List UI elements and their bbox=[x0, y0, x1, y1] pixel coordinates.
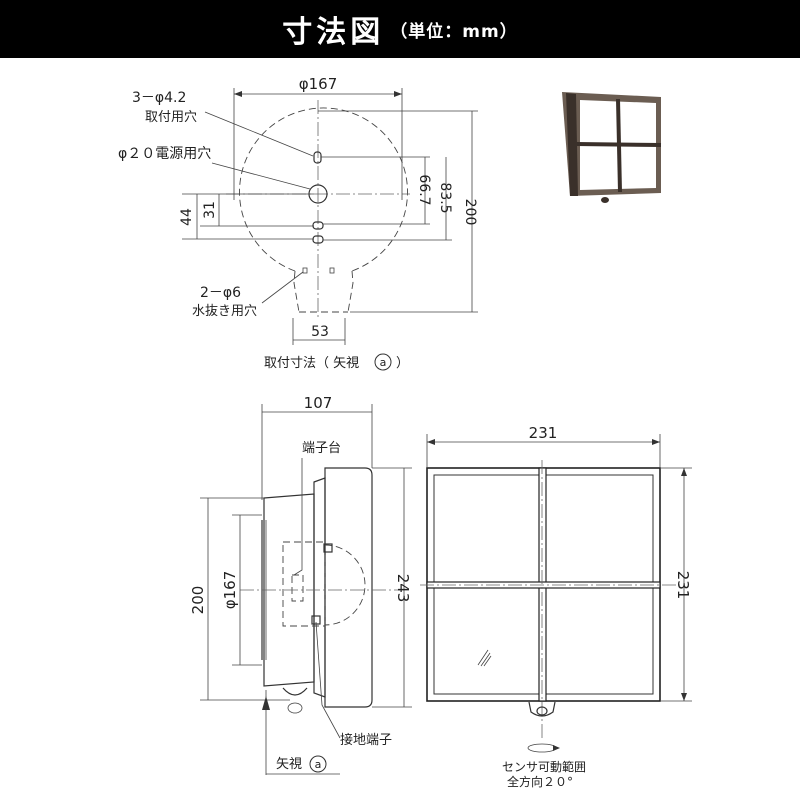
leader-terminal-block bbox=[293, 458, 303, 576]
drain-holes-label: 水抜き用穴 bbox=[192, 303, 257, 319]
dim-dia-167-side: φ167 bbox=[221, 571, 239, 610]
side-cover bbox=[324, 467, 373, 708]
dim-83-5: 83.5 bbox=[437, 182, 453, 213]
dim-200-mount: 200 bbox=[462, 199, 478, 226]
arrow bbox=[427, 439, 435, 445]
dim-231-width: 231 bbox=[529, 424, 558, 442]
dim-231-height: 231 bbox=[674, 571, 692, 600]
leader-ground bbox=[315, 621, 341, 739]
mount-hole-low bbox=[312, 235, 324, 244]
mount-holes-spec: 3－φ4.2 bbox=[132, 90, 186, 106]
terminal-block-label: 端子台 bbox=[302, 441, 341, 456]
side-base bbox=[263, 493, 315, 687]
drain-hole-left bbox=[302, 267, 308, 274]
sensor-hatch bbox=[480, 652, 491, 667]
leader-drain bbox=[261, 271, 304, 304]
page-title: 寸法図 bbox=[282, 15, 385, 50]
side-view: 107 端子台 200 φ167 243 接地端子 矢視 a bbox=[189, 394, 412, 775]
arrow bbox=[652, 439, 660, 445]
arrow bbox=[681, 468, 687, 476]
thumb-sensor bbox=[601, 197, 609, 203]
view-arrow-head bbox=[262, 696, 270, 710]
sensor-hatch bbox=[483, 655, 492, 667]
sensor-range-line2: 全方向２０° bbox=[507, 774, 573, 789]
view-mark-a: a bbox=[380, 356, 387, 369]
side-sensor-tip bbox=[287, 702, 303, 714]
sensor-window-mark bbox=[477, 649, 492, 667]
mount-hole-mid bbox=[312, 221, 324, 230]
product-thumbnail bbox=[562, 92, 662, 203]
dim-107: 107 bbox=[304, 394, 333, 412]
dim-200-side: 200 bbox=[189, 586, 207, 615]
ground-terminal-label: 接地端子 bbox=[340, 732, 392, 748]
terminal-block-outline bbox=[282, 541, 326, 627]
dim-44: 44 bbox=[179, 208, 195, 226]
leader-mount-holes bbox=[204, 111, 314, 157]
rotation-arrow bbox=[553, 745, 560, 751]
dim-53: 53 bbox=[311, 324, 329, 340]
mount-outline-left-leg bbox=[293, 270, 300, 313]
mount-hole-top bbox=[313, 151, 322, 164]
dim-66-7: 66.7 bbox=[416, 174, 432, 205]
mount-caption-end: ） bbox=[396, 356, 409, 371]
thumb-side bbox=[566, 93, 578, 196]
power-hole-label: φ２０電源用穴 bbox=[118, 146, 211, 162]
mount-outline-circle bbox=[239, 107, 408, 272]
view-mark-circle bbox=[374, 353, 392, 371]
mount-holes-label: 取付用穴 bbox=[145, 110, 197, 125]
arrow bbox=[681, 693, 687, 701]
terminal-screw-top bbox=[323, 543, 333, 553]
front-view: 231 231 センサ可動範囲 全方向２０° bbox=[420, 424, 692, 789]
drain-hole-right bbox=[329, 267, 335, 274]
unit-label: （単位：mm） bbox=[390, 21, 518, 42]
sensor-hatch bbox=[477, 649, 489, 666]
arrow-view-circle bbox=[309, 755, 327, 773]
sensor-range-line1: センサ可動範囲 bbox=[502, 759, 586, 774]
side-sensor bbox=[282, 687, 308, 696]
dim-31: 31 bbox=[202, 201, 218, 219]
mount-caption: 取付寸法（ 矢視 bbox=[264, 356, 359, 371]
mount-outline-right-leg bbox=[347, 270, 354, 313]
dim-dia-167: φ167 bbox=[299, 75, 338, 93]
side-flange bbox=[313, 477, 326, 698]
front-sensor bbox=[528, 701, 556, 717]
dim-243: 243 bbox=[394, 574, 412, 603]
thumb-bar-h bbox=[575, 142, 662, 147]
rotation-ellipse bbox=[527, 743, 557, 753]
arrow-view-label: 矢視 bbox=[276, 757, 302, 772]
arrow bbox=[234, 91, 242, 97]
terminal-block-inner bbox=[291, 574, 304, 602]
drain-holes-spec: 2－φ6 bbox=[200, 285, 241, 301]
arrow-view-mark: a bbox=[315, 758, 322, 771]
header-bar: 寸法図 （単位：mm） bbox=[0, 0, 800, 58]
front-sensor-lens bbox=[536, 706, 548, 716]
mount-view: φ167 3－φ4.2 取付用穴 φ２０電源用穴 44 31 66.7 83.5… bbox=[118, 75, 478, 371]
arrow bbox=[394, 91, 402, 97]
leader-power-hole bbox=[211, 162, 311, 190]
terminal-dome bbox=[324, 544, 366, 626]
